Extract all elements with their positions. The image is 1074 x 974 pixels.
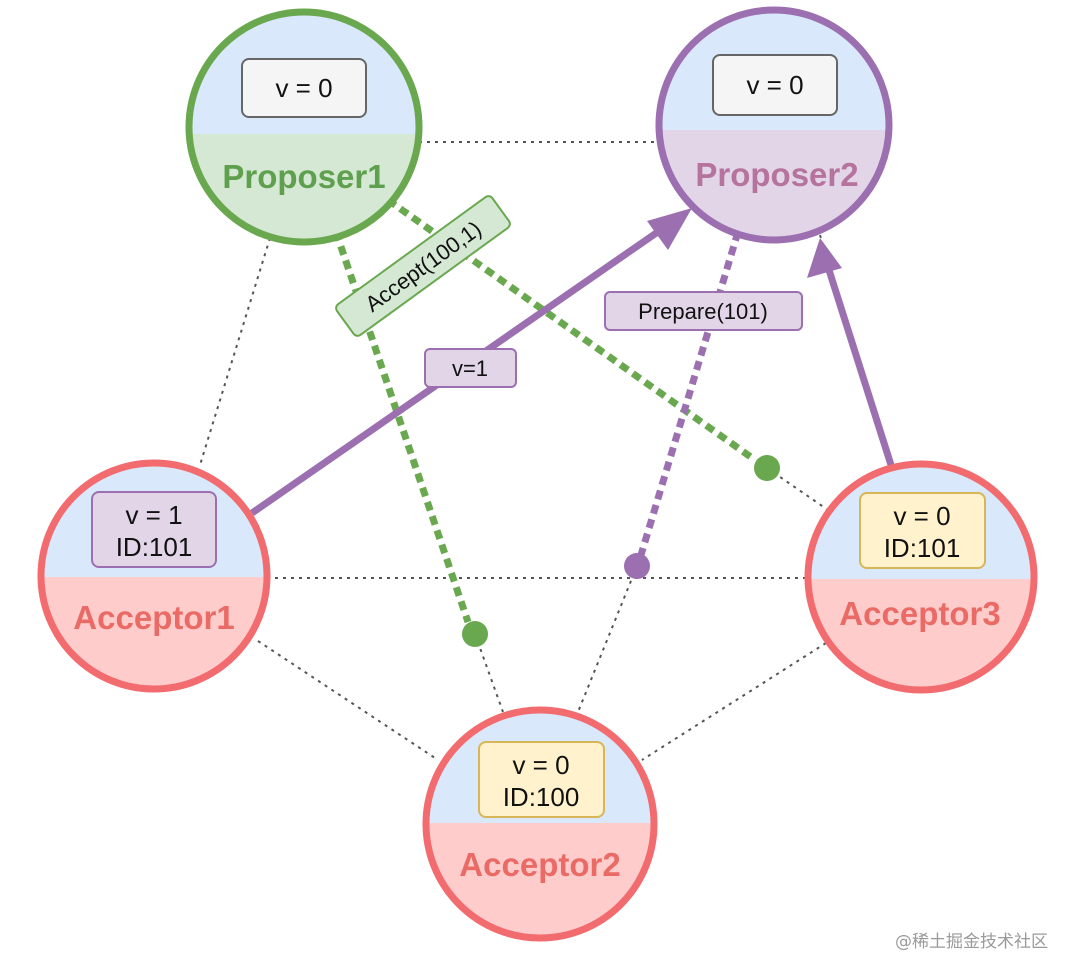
acceptor2-value: v = 0 xyxy=(512,750,569,780)
link-acceptor3-acceptor2 xyxy=(641,642,827,761)
edge-label-value: v=1 xyxy=(424,348,517,388)
messages xyxy=(250,197,895,647)
node-acceptor3: v = 0 ID:101 Acceptor3 xyxy=(804,460,1038,694)
acceptor3-value: v = 0 xyxy=(893,501,950,531)
acceptor2-state-box xyxy=(478,741,605,818)
value-label-text: v=1 xyxy=(452,356,488,381)
node-acceptor1: v = 1 ID:101 Acceptor1 xyxy=(37,459,271,693)
edge-label-prepare: Prepare(101) xyxy=(604,291,803,331)
proposer1-value: v = 0 xyxy=(275,73,332,103)
proposer2-value: v = 0 xyxy=(746,70,803,100)
proposer2-name: Proposer2 xyxy=(695,156,858,193)
acceptor3-name: Acceptor3 xyxy=(839,595,1000,632)
node-proposer2: v = 0 Proposer2 xyxy=(655,6,893,244)
arrowhead-proposer2-from-acceptor3 xyxy=(807,238,842,278)
link-proposer1-acceptor2 xyxy=(474,633,504,713)
accept-endpoint-acceptor2 xyxy=(462,621,488,647)
acceptor1-state-box xyxy=(91,491,217,568)
link-proposer1-acceptor1 xyxy=(199,237,271,466)
link-acceptor1-acceptor2 xyxy=(257,640,439,761)
prepare-label-text: Prepare(101) xyxy=(638,299,768,324)
node-proposer1: v = 0 Proposer1 xyxy=(185,8,423,246)
acceptor1-value: v = 1 xyxy=(125,500,182,530)
node-acceptor2: v = 0 ID:100 Acceptor2 xyxy=(422,706,658,942)
acceptor3-state-box xyxy=(859,492,986,569)
message-acceptor3-to-proposer2 xyxy=(825,268,895,467)
proposer1-value-box xyxy=(241,58,367,118)
accept-label-text: Accept(100,1) xyxy=(361,216,487,317)
proposer1-name: Proposer1 xyxy=(222,158,385,195)
proposer2-value-box xyxy=(712,54,838,116)
acceptor1-name: Acceptor1 xyxy=(73,599,234,636)
link-proposer2-acceptor2 xyxy=(577,565,638,713)
accept-endpoint-acceptor3 xyxy=(754,455,780,481)
acceptor3-id: ID:101 xyxy=(884,533,961,563)
value-arrowhead-proposer2 xyxy=(647,208,692,250)
acceptor2-name: Acceptor2 xyxy=(459,846,620,883)
watermark: @稀土掘金技术社区 xyxy=(895,932,1048,952)
acceptor1-id: ID:101 xyxy=(116,532,193,562)
prepare-message-to-acceptor2 xyxy=(637,230,742,557)
acceptor2-id: ID:100 xyxy=(503,782,580,812)
prepare-endpoint-acceptor2 xyxy=(624,553,650,579)
